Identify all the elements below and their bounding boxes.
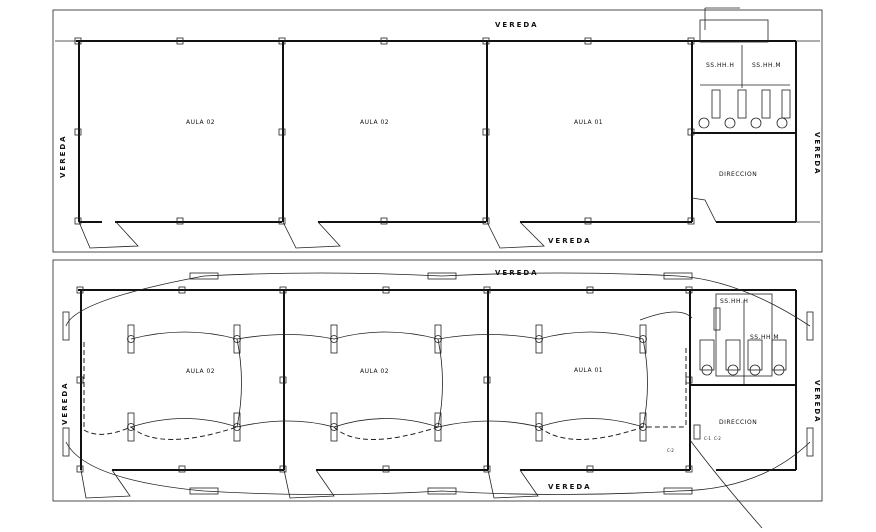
top-office-label: DIRECCION bbox=[719, 171, 757, 178]
bottom-toilets-a-label: SS.HH.H bbox=[720, 298, 748, 305]
bottom-light-fixtures bbox=[62, 272, 814, 495]
top-room-3-label: AULA 01 bbox=[574, 119, 603, 126]
top-walkway-top-label: VEREDA bbox=[495, 21, 539, 29]
bottom-room-2-label: AULA 02 bbox=[360, 368, 389, 375]
bottom-column-markers bbox=[76, 286, 693, 473]
bottom-toilets-b-label: SS.HH.M bbox=[750, 334, 779, 341]
bottom-office-label: DIRECCION bbox=[719, 419, 757, 426]
bottom-circuit-a-label: C-1 bbox=[704, 436, 711, 441]
bottom-circuit-c-label: C-2 bbox=[667, 448, 674, 453]
top-toilets-b-label: SS.HH.M bbox=[752, 62, 781, 69]
panel-board-icon bbox=[693, 424, 701, 440]
top-plan: VEREDA VEREDA VEREDA VEREDA AULA 02 AULA… bbox=[52, 7, 823, 253]
top-room-2-label: AULA 02 bbox=[360, 119, 389, 126]
bottom-walkway-top-label: VEREDA bbox=[495, 269, 539, 277]
top-door-4 bbox=[691, 197, 717, 223]
top-toilet-fixtures bbox=[698, 7, 791, 129]
top-door-3 bbox=[486, 221, 545, 249]
bottom-door-3 bbox=[487, 469, 539, 499]
top-plan-frame bbox=[52, 9, 823, 253]
top-door-1 bbox=[78, 221, 139, 249]
bottom-room-3-label: AULA 01 bbox=[574, 367, 603, 374]
bottom-toilet-fixtures bbox=[699, 293, 787, 385]
top-room-1-label: AULA 02 bbox=[186, 119, 215, 126]
bottom-plan: VEREDA VEREDA VEREDA VEREDA AULA 02 AULA… bbox=[52, 259, 823, 529]
bottom-plan-frame bbox=[52, 259, 823, 502]
top-walkway-right-label: VEREDA bbox=[813, 132, 821, 176]
bottom-walkway-bottom-label: VEREDA bbox=[548, 483, 592, 491]
bottom-walkway-right-label: VEREDA bbox=[813, 380, 821, 424]
top-walkway-bottom-label: VEREDA bbox=[548, 237, 592, 245]
top-toilets-a-label: SS.HH.H bbox=[706, 62, 734, 69]
bottom-door-1 bbox=[80, 469, 131, 499]
top-column-markers bbox=[74, 37, 695, 225]
bottom-wiring bbox=[65, 272, 811, 529]
bottom-dashed-circuits bbox=[83, 342, 687, 440]
bottom-walkway-left-label: VEREDA bbox=[61, 381, 69, 425]
top-door-2 bbox=[282, 221, 341, 249]
top-walkway-left-label: VEREDA bbox=[59, 134, 67, 178]
bottom-door-2 bbox=[283, 469, 335, 499]
bottom-circuit-b-label: C-2 bbox=[714, 436, 721, 441]
bottom-room-1-label: AULA 02 bbox=[186, 368, 215, 375]
